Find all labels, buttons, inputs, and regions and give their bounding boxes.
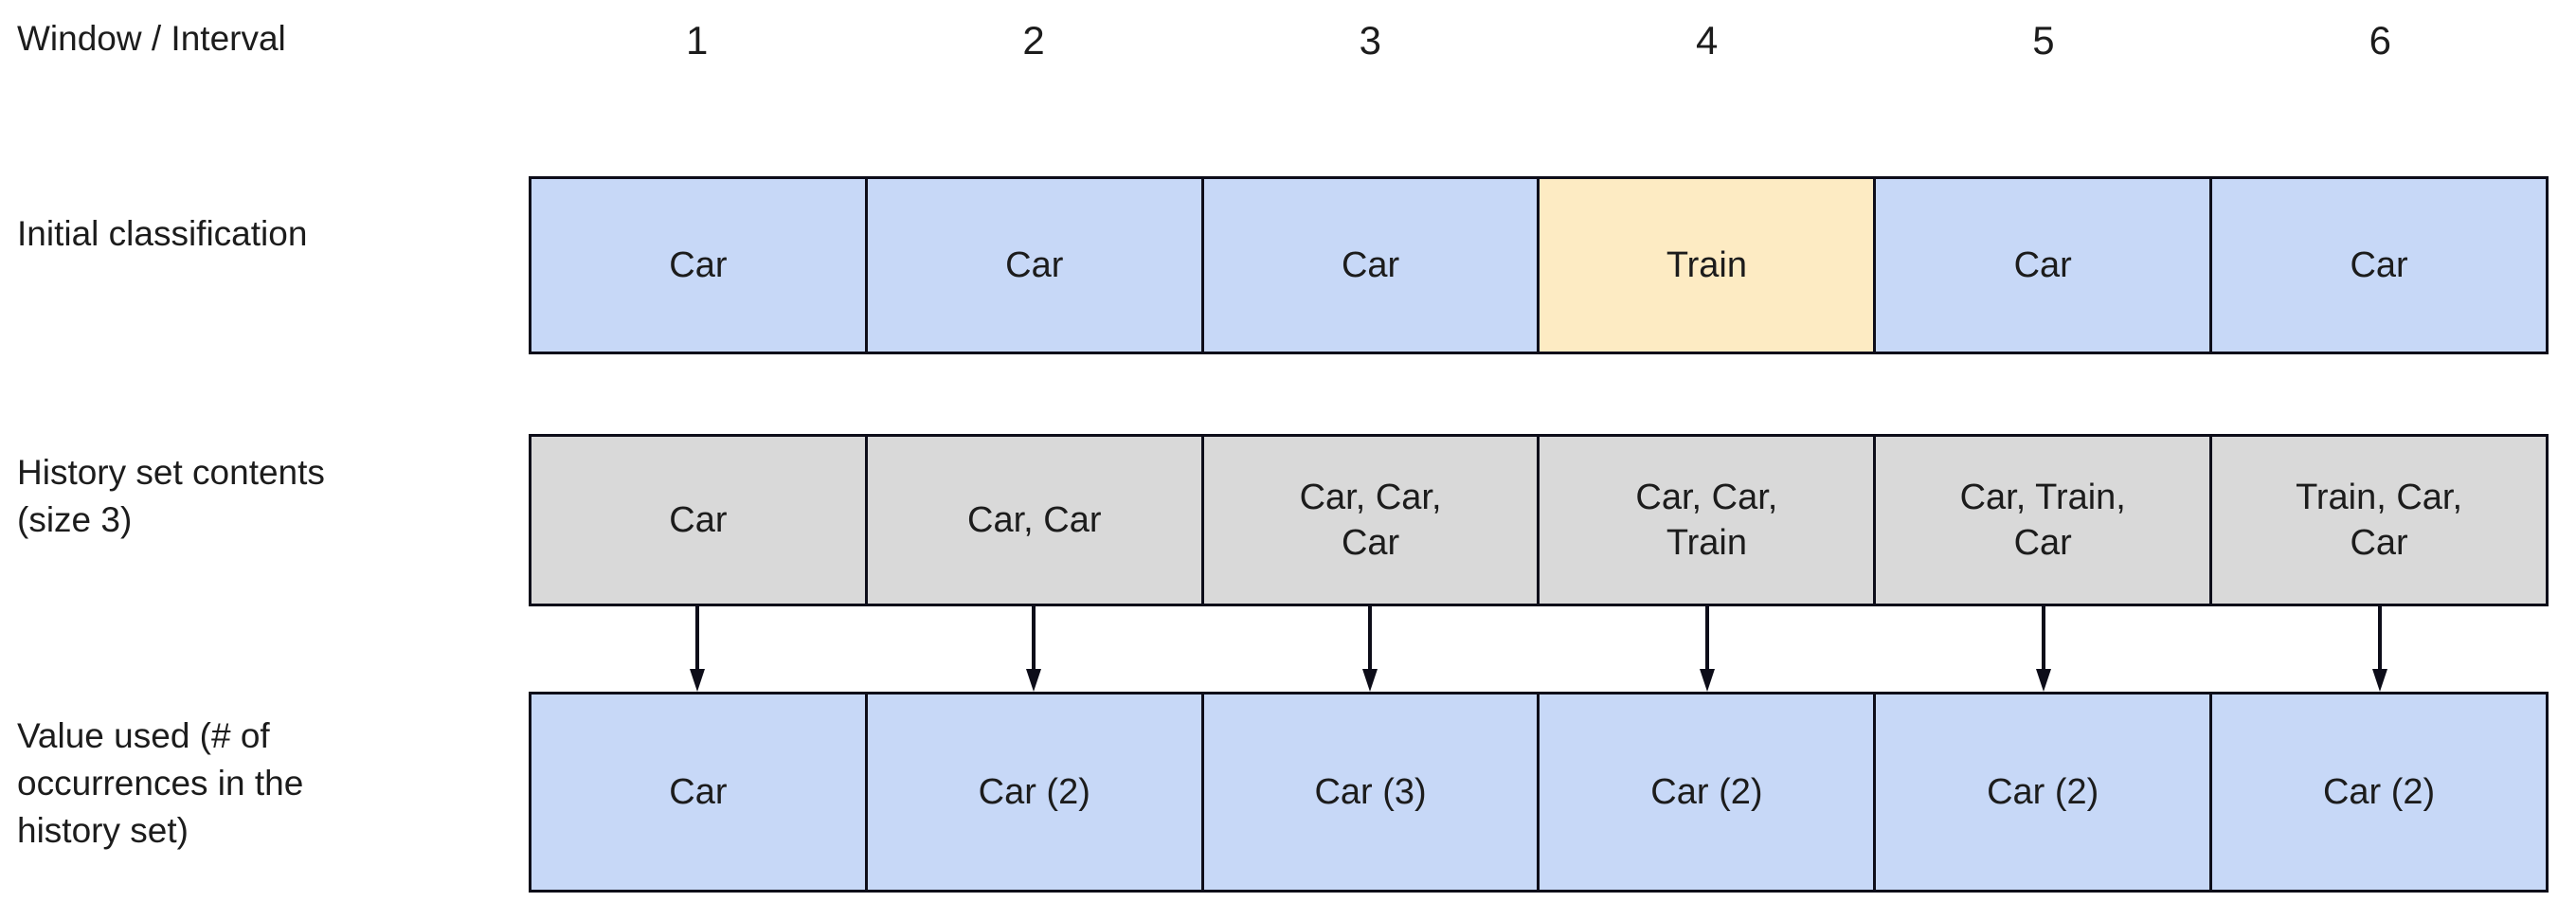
column-header-5: 5 (2032, 18, 2055, 63)
cell-value-2: Car (2) (867, 695, 1204, 890)
arrow-slot-6 (2212, 606, 2549, 694)
cell-initial-6: Car (2212, 179, 2546, 352)
arrow-slot-5 (1875, 606, 2211, 694)
cell-value-5: Car (2) (1876, 695, 2213, 890)
cell-history-6: Train, Car, Car (2212, 437, 2546, 604)
down-arrow-icon (1362, 606, 1378, 692)
cell-history-2: Car, Car (867, 437, 1204, 604)
cell-value-3: Car (3) (1203, 695, 1540, 890)
row-label-history-set-contents: History set contents (size 3) (17, 453, 325, 539)
cell-history-1: Car (531, 437, 868, 604)
down-arrow-icon (2035, 606, 2051, 692)
cell-value-6: Car (2) (2212, 695, 2546, 890)
row-label-value-used: Value used (# of occurrences in the hist… (17, 716, 304, 850)
down-arrow-icon (689, 606, 705, 692)
column-header-row: 1 2 3 4 5 6 (529, 9, 2549, 72)
down-arrow-icon (1025, 606, 1041, 692)
cell-initial-4: Train (1540, 179, 1877, 352)
cell-initial-2: Car (867, 179, 1204, 352)
down-arrow-icon (1699, 606, 1715, 692)
row-label-window-interval: Window / Interval (17, 19, 286, 58)
cell-initial-3: Car (1203, 179, 1540, 352)
cell-history-5: Car, Train, Car (1876, 437, 2213, 604)
cell-history-3: Car, Car, Car (1203, 437, 1540, 604)
column-header-3: 3 (1359, 18, 1381, 63)
arrow-connector-layer (529, 606, 2549, 694)
down-arrow-icon (2372, 606, 2388, 692)
column-header-6: 6 (2369, 18, 2391, 63)
column-header-1: 1 (685, 18, 709, 63)
cell-initial-5: Car (1876, 179, 2213, 352)
arrow-slot-2 (865, 606, 1201, 694)
column-header-2: 2 (1022, 18, 1045, 63)
row-initial-classification: Car Car Car Train Car Car (529, 176, 2549, 354)
cell-value-4: Car (2) (1540, 695, 1877, 890)
row-label-initial-classification: Initial classification (17, 214, 308, 253)
row-history-set-contents: Car Car, Car Car, Car, Car Car, Car, Tra… (529, 434, 2549, 606)
row-value-used: Car Car (2) Car (3) Car (2) Car (2) Car … (529, 692, 2549, 893)
cell-initial-1: Car (531, 179, 868, 352)
cell-value-1: Car (531, 695, 868, 890)
cell-history-4: Car, Car, Train (1540, 437, 1877, 604)
arrow-slot-1 (529, 606, 865, 694)
column-header-4: 4 (1695, 18, 1719, 63)
arrow-slot-3 (1202, 606, 1539, 694)
arrow-slot-4 (1539, 606, 1875, 694)
